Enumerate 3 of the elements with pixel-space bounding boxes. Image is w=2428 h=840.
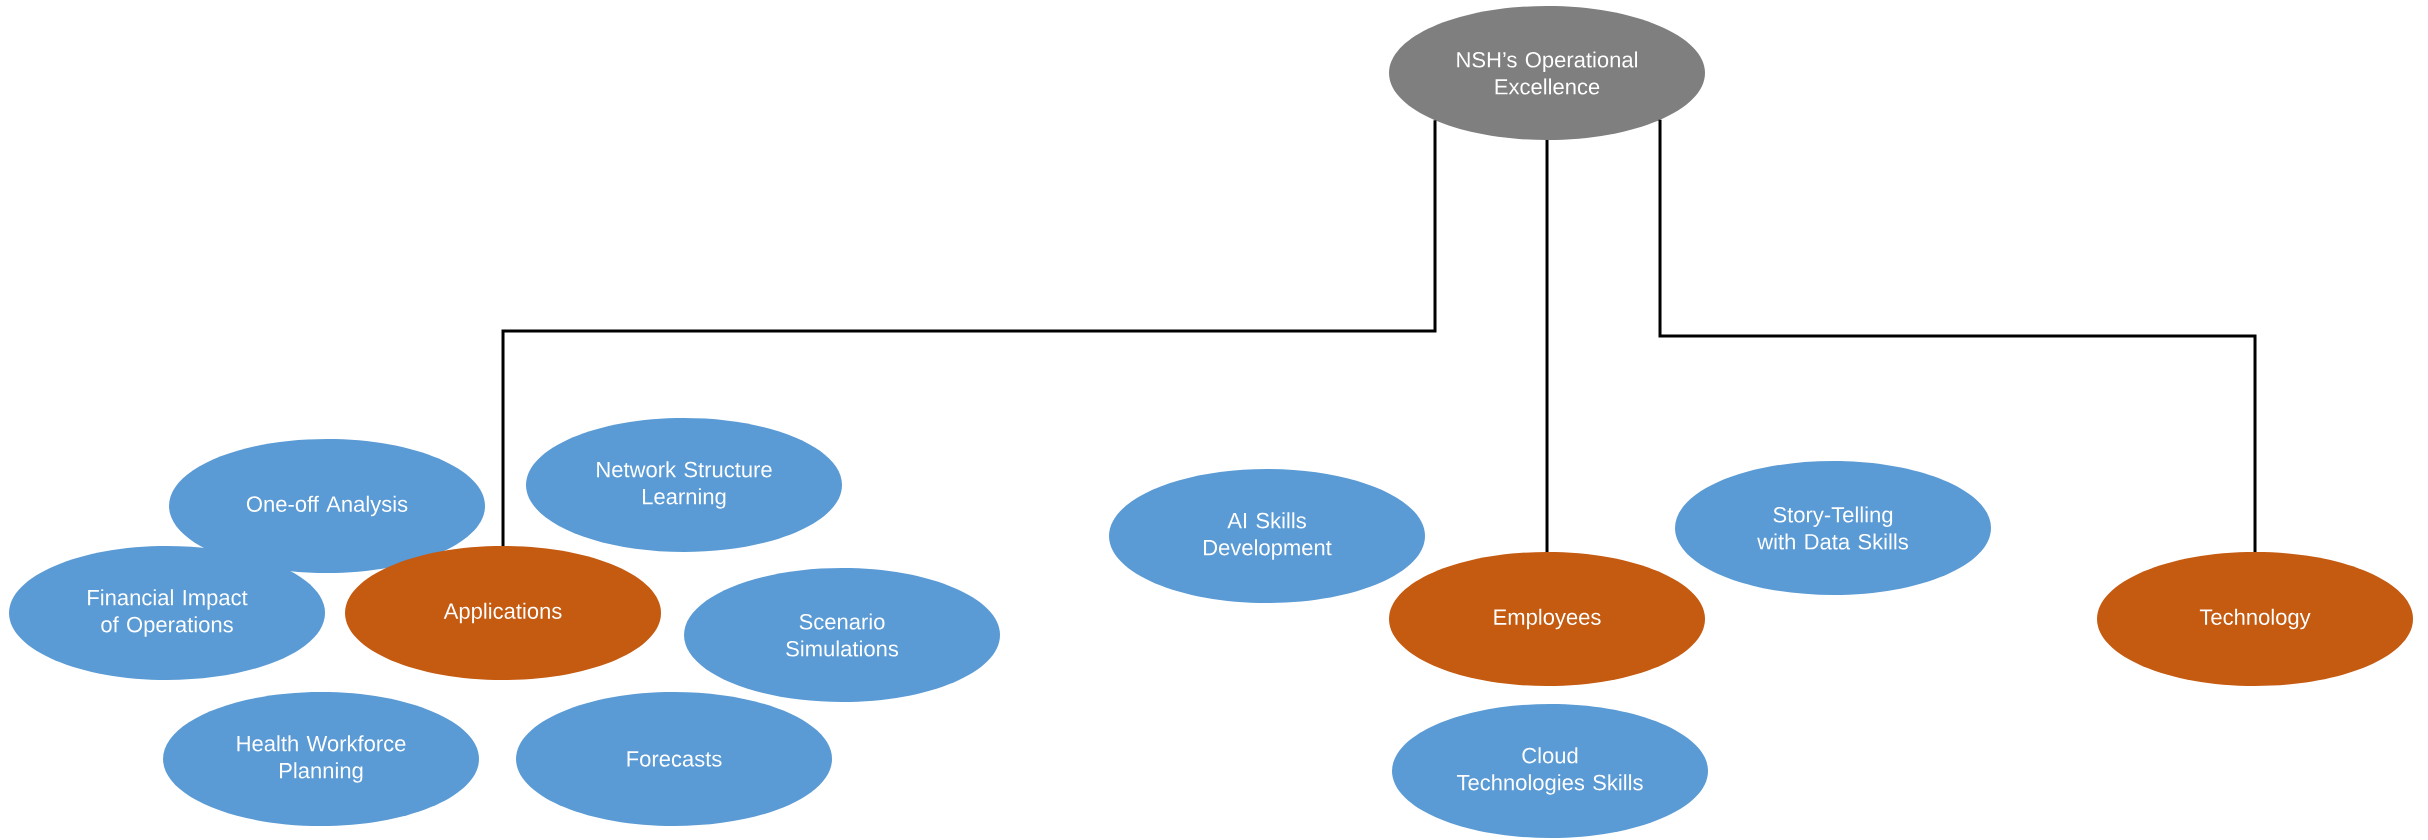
connector-line — [1658, 119, 2257, 552]
connector-line — [501, 120, 1437, 546]
connector-line — [1545, 140, 1549, 552]
